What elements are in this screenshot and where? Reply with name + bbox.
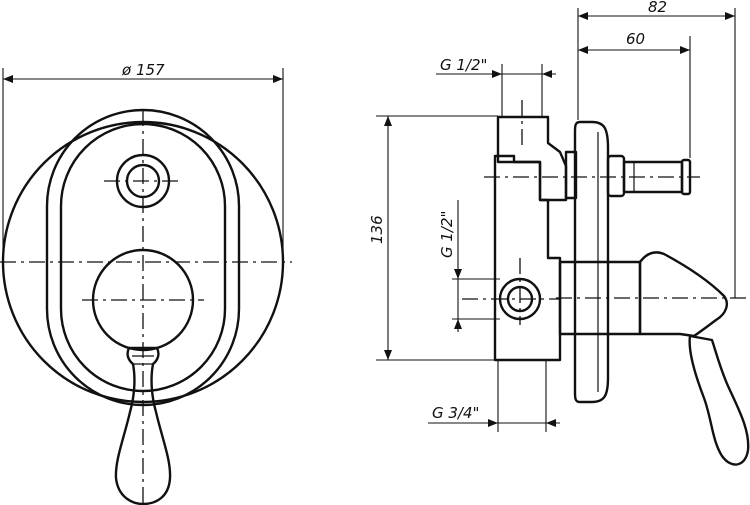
diverter-spindle-base [564,150,578,200]
thread-top-label: G 1/2" [440,56,487,74]
side-lever [638,251,728,338]
thread-bottom-label: G 3/4" [432,404,479,422]
side-lever-tip [688,334,750,466]
dim-82-label: 82 [648,0,667,16]
height-label: 136 [368,215,386,244]
thread-top-arrow-right [542,70,552,78]
thread-bottom-arrow-right [546,419,556,427]
diverter-spindle-collar [606,154,626,198]
thread-middle-label: G 1/2" [438,211,456,258]
valve-body [493,154,562,362]
thread-bottom-arrow-left [488,419,498,427]
thread-middle-arrow-top [454,269,462,279]
thread-middle-arrow-bottom [454,319,462,329]
wall-plate [573,120,610,404]
dim-60-label: 60 [626,30,645,48]
thread-top-arrow-left [492,70,502,78]
diameter-label: ø 157 [121,61,165,79]
lever-handle [114,346,172,505]
side-view: 82 60 G 1/2" 136 G 1/2" G 3/4" [368,0,750,466]
top-inlet-stub [496,115,568,202]
front-view: ø 157 [0,61,292,505]
